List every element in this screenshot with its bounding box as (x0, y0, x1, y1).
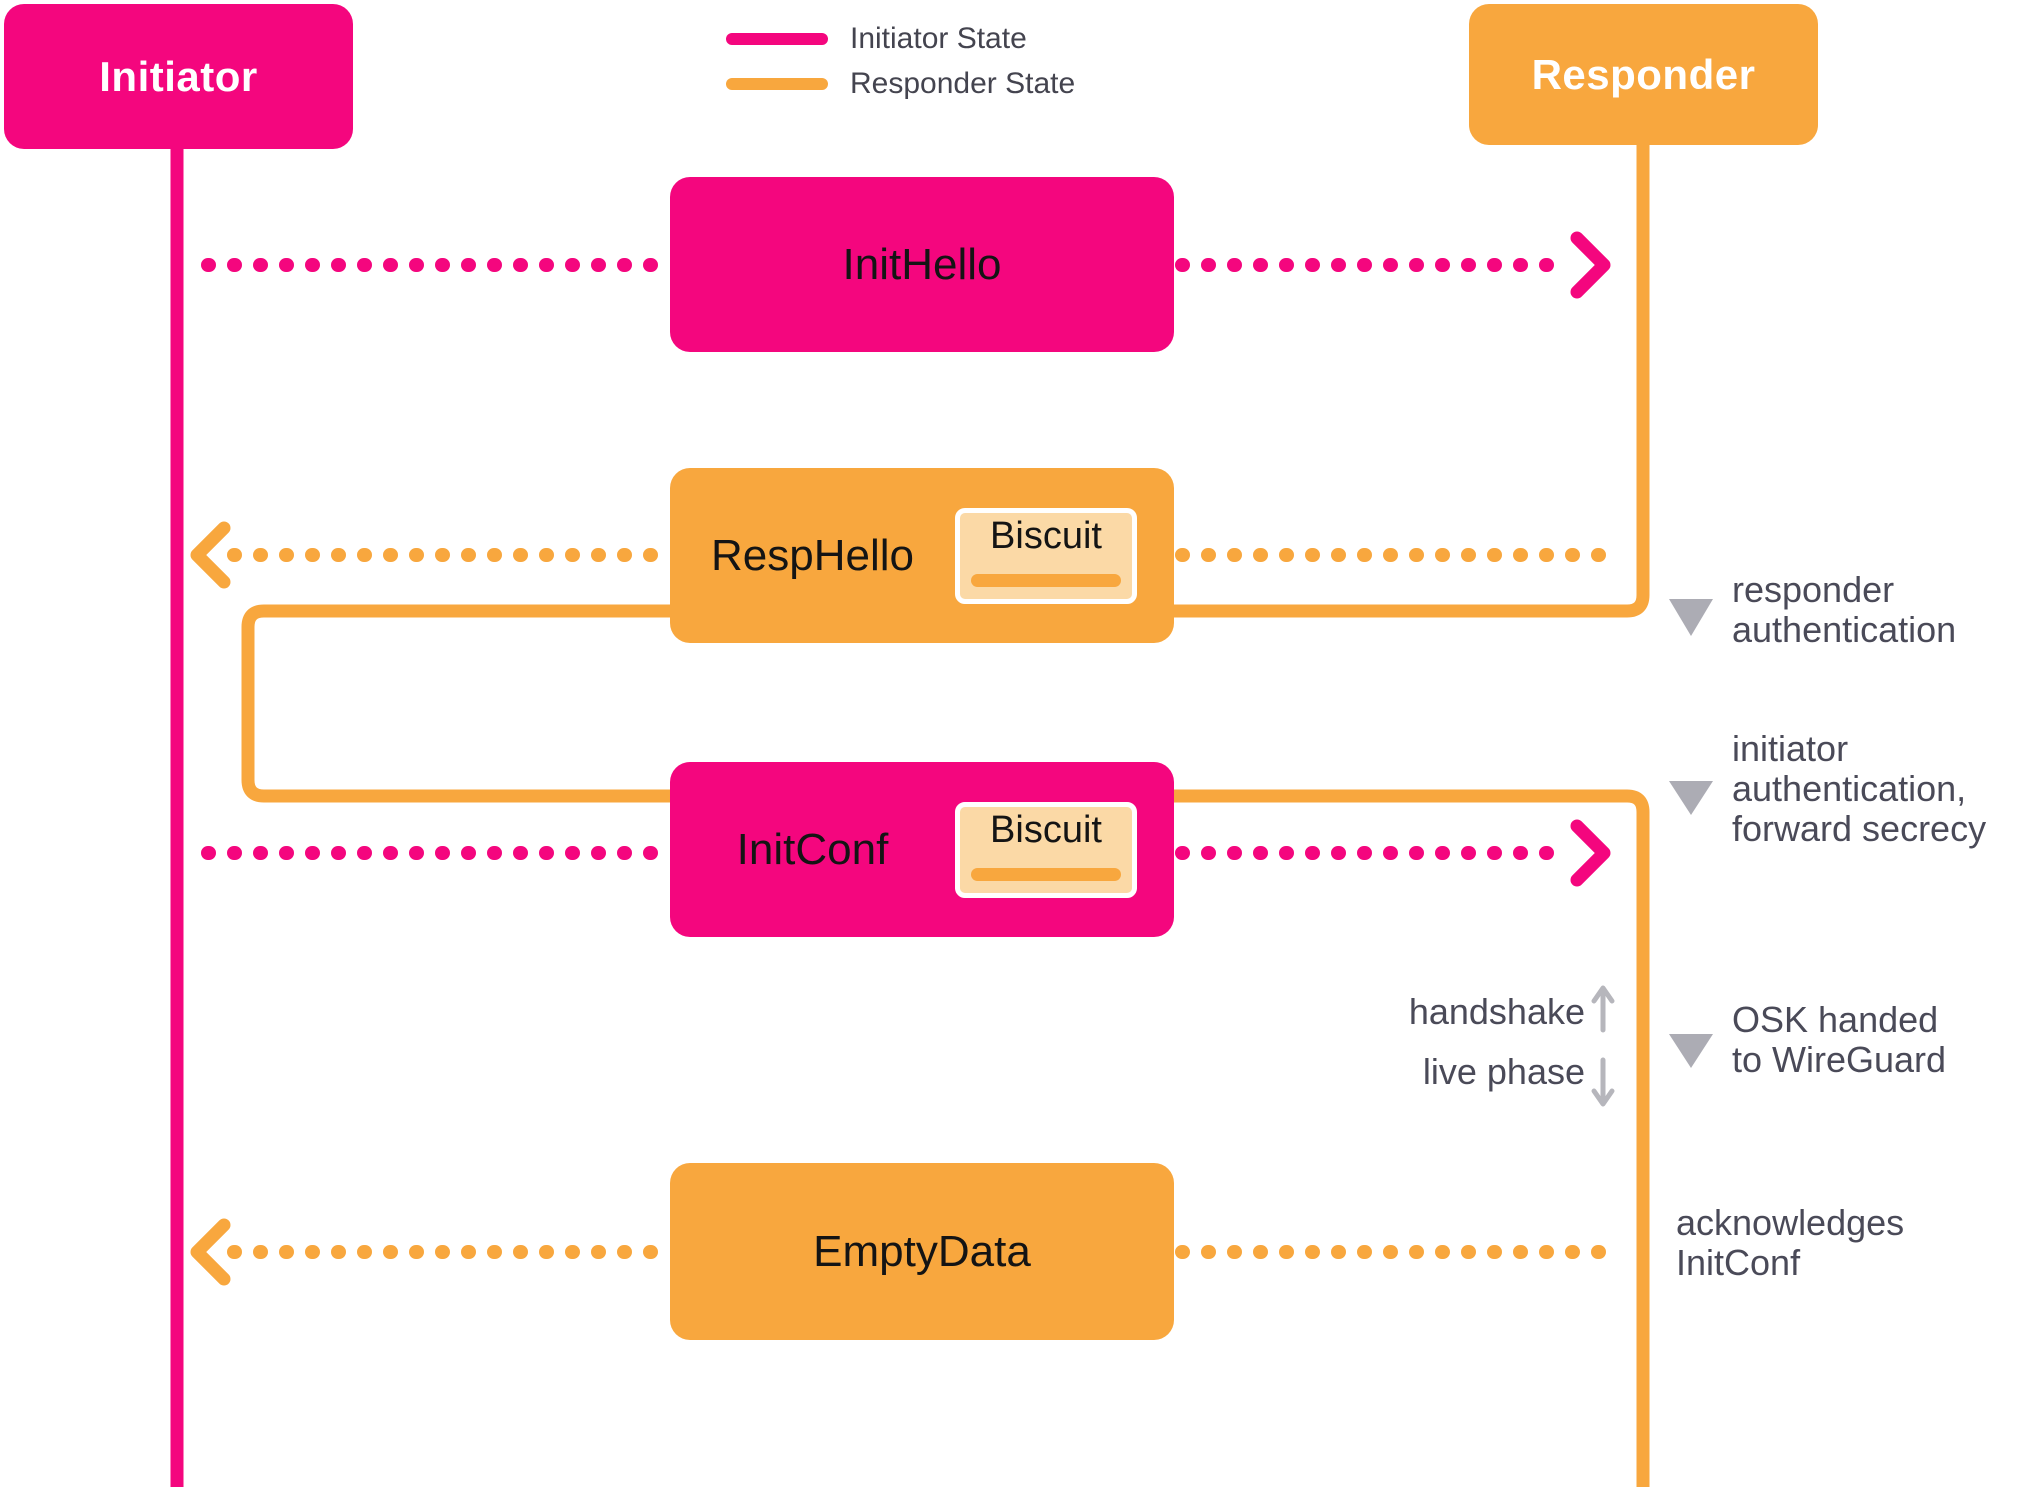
inithello-label: InitHello (842, 239, 1002, 289)
initiator-party-label: Initiator (99, 52, 258, 100)
annotation-line: InitConf (1676, 1242, 1801, 1283)
live-phase-down-arrow-icon (1591, 1057, 1615, 1107)
responder-party-box: Responder (1469, 4, 1818, 145)
live-phase-label: live phase (1422, 1051, 1585, 1092)
initconf-biscuit-bar-icon (971, 867, 1121, 881)
responder-party-label: Responder (1531, 50, 1756, 98)
handshake-phase-label: handshake (1408, 991, 1585, 1032)
annotation-line: responder (1732, 569, 1895, 610)
initconf-right-arrow-icon (1570, 819, 1611, 887)
annotation-initiator-authentication: initiator authentication, forward secrec… (1732, 729, 1986, 849)
legend-label-responder-state: Responder State (850, 66, 1076, 100)
annotation-line: to WireGuard (1732, 1039, 1947, 1080)
annotation-line: acknowledges (1676, 1202, 1905, 1243)
initiator-party-box: Initiator (4, 4, 353, 149)
annotation-line: initiator (1732, 728, 1849, 769)
initiator-state-swatch-icon (726, 32, 828, 45)
legend-label-initiator-state: Initiator State (850, 21, 1027, 55)
handshake-up-arrow-icon (1591, 985, 1615, 1033)
emptydata-label: EmptyData (813, 1226, 1031, 1276)
legend: Initiator State Responder State (726, 16, 1075, 106)
initconf-biscuit-box: Biscuit (955, 801, 1137, 898)
responder-state-line (241, 120, 1650, 1487)
resphello-left-arrow-icon (190, 521, 231, 589)
annotation-acknowledges-initconf: acknowledges InitConf (1676, 1203, 1904, 1283)
resphello-biscuit-label: Biscuit (990, 514, 1102, 557)
responder-auth-triangle-icon (1669, 599, 1713, 636)
annotation-line: authentication (1732, 609, 1957, 650)
initconf-label: InitConf (736, 824, 889, 874)
resphello-biscuit-bar-icon (971, 573, 1121, 587)
annotation-line: authentication, (1732, 768, 1967, 809)
initconf-biscuit-label: Biscuit (990, 808, 1102, 851)
emptydata-left-arrow-icon (190, 1218, 231, 1286)
legend-row-responder-state: Responder State (726, 61, 1075, 106)
message-box-emptydata: EmptyData (670, 1163, 1174, 1340)
initiator-auth-triangle-icon (1669, 781, 1713, 815)
annotation-line: OSK handed (1732, 999, 1939, 1040)
message-box-inithello: InitHello (670, 177, 1174, 352)
message-box-initconf: InitConf Biscuit (670, 762, 1174, 937)
responder-state-swatch-icon (726, 77, 828, 90)
annotation-osk-handed-to-wireguard: OSK handed to WireGuard (1732, 1000, 1946, 1080)
resphello-label: RespHello (711, 530, 914, 580)
inithello-right-arrow-icon (1570, 231, 1611, 299)
annotation-responder-authentication: responder authentication (1732, 570, 1956, 650)
resphello-biscuit-box: Biscuit (955, 507, 1137, 604)
legend-row-initiator-state: Initiator State (726, 16, 1075, 61)
annotation-line: forward secrecy (1732, 808, 1987, 849)
osk-triangle-icon (1669, 1034, 1713, 1068)
message-box-resphello: RespHello Biscuit (670, 468, 1174, 643)
